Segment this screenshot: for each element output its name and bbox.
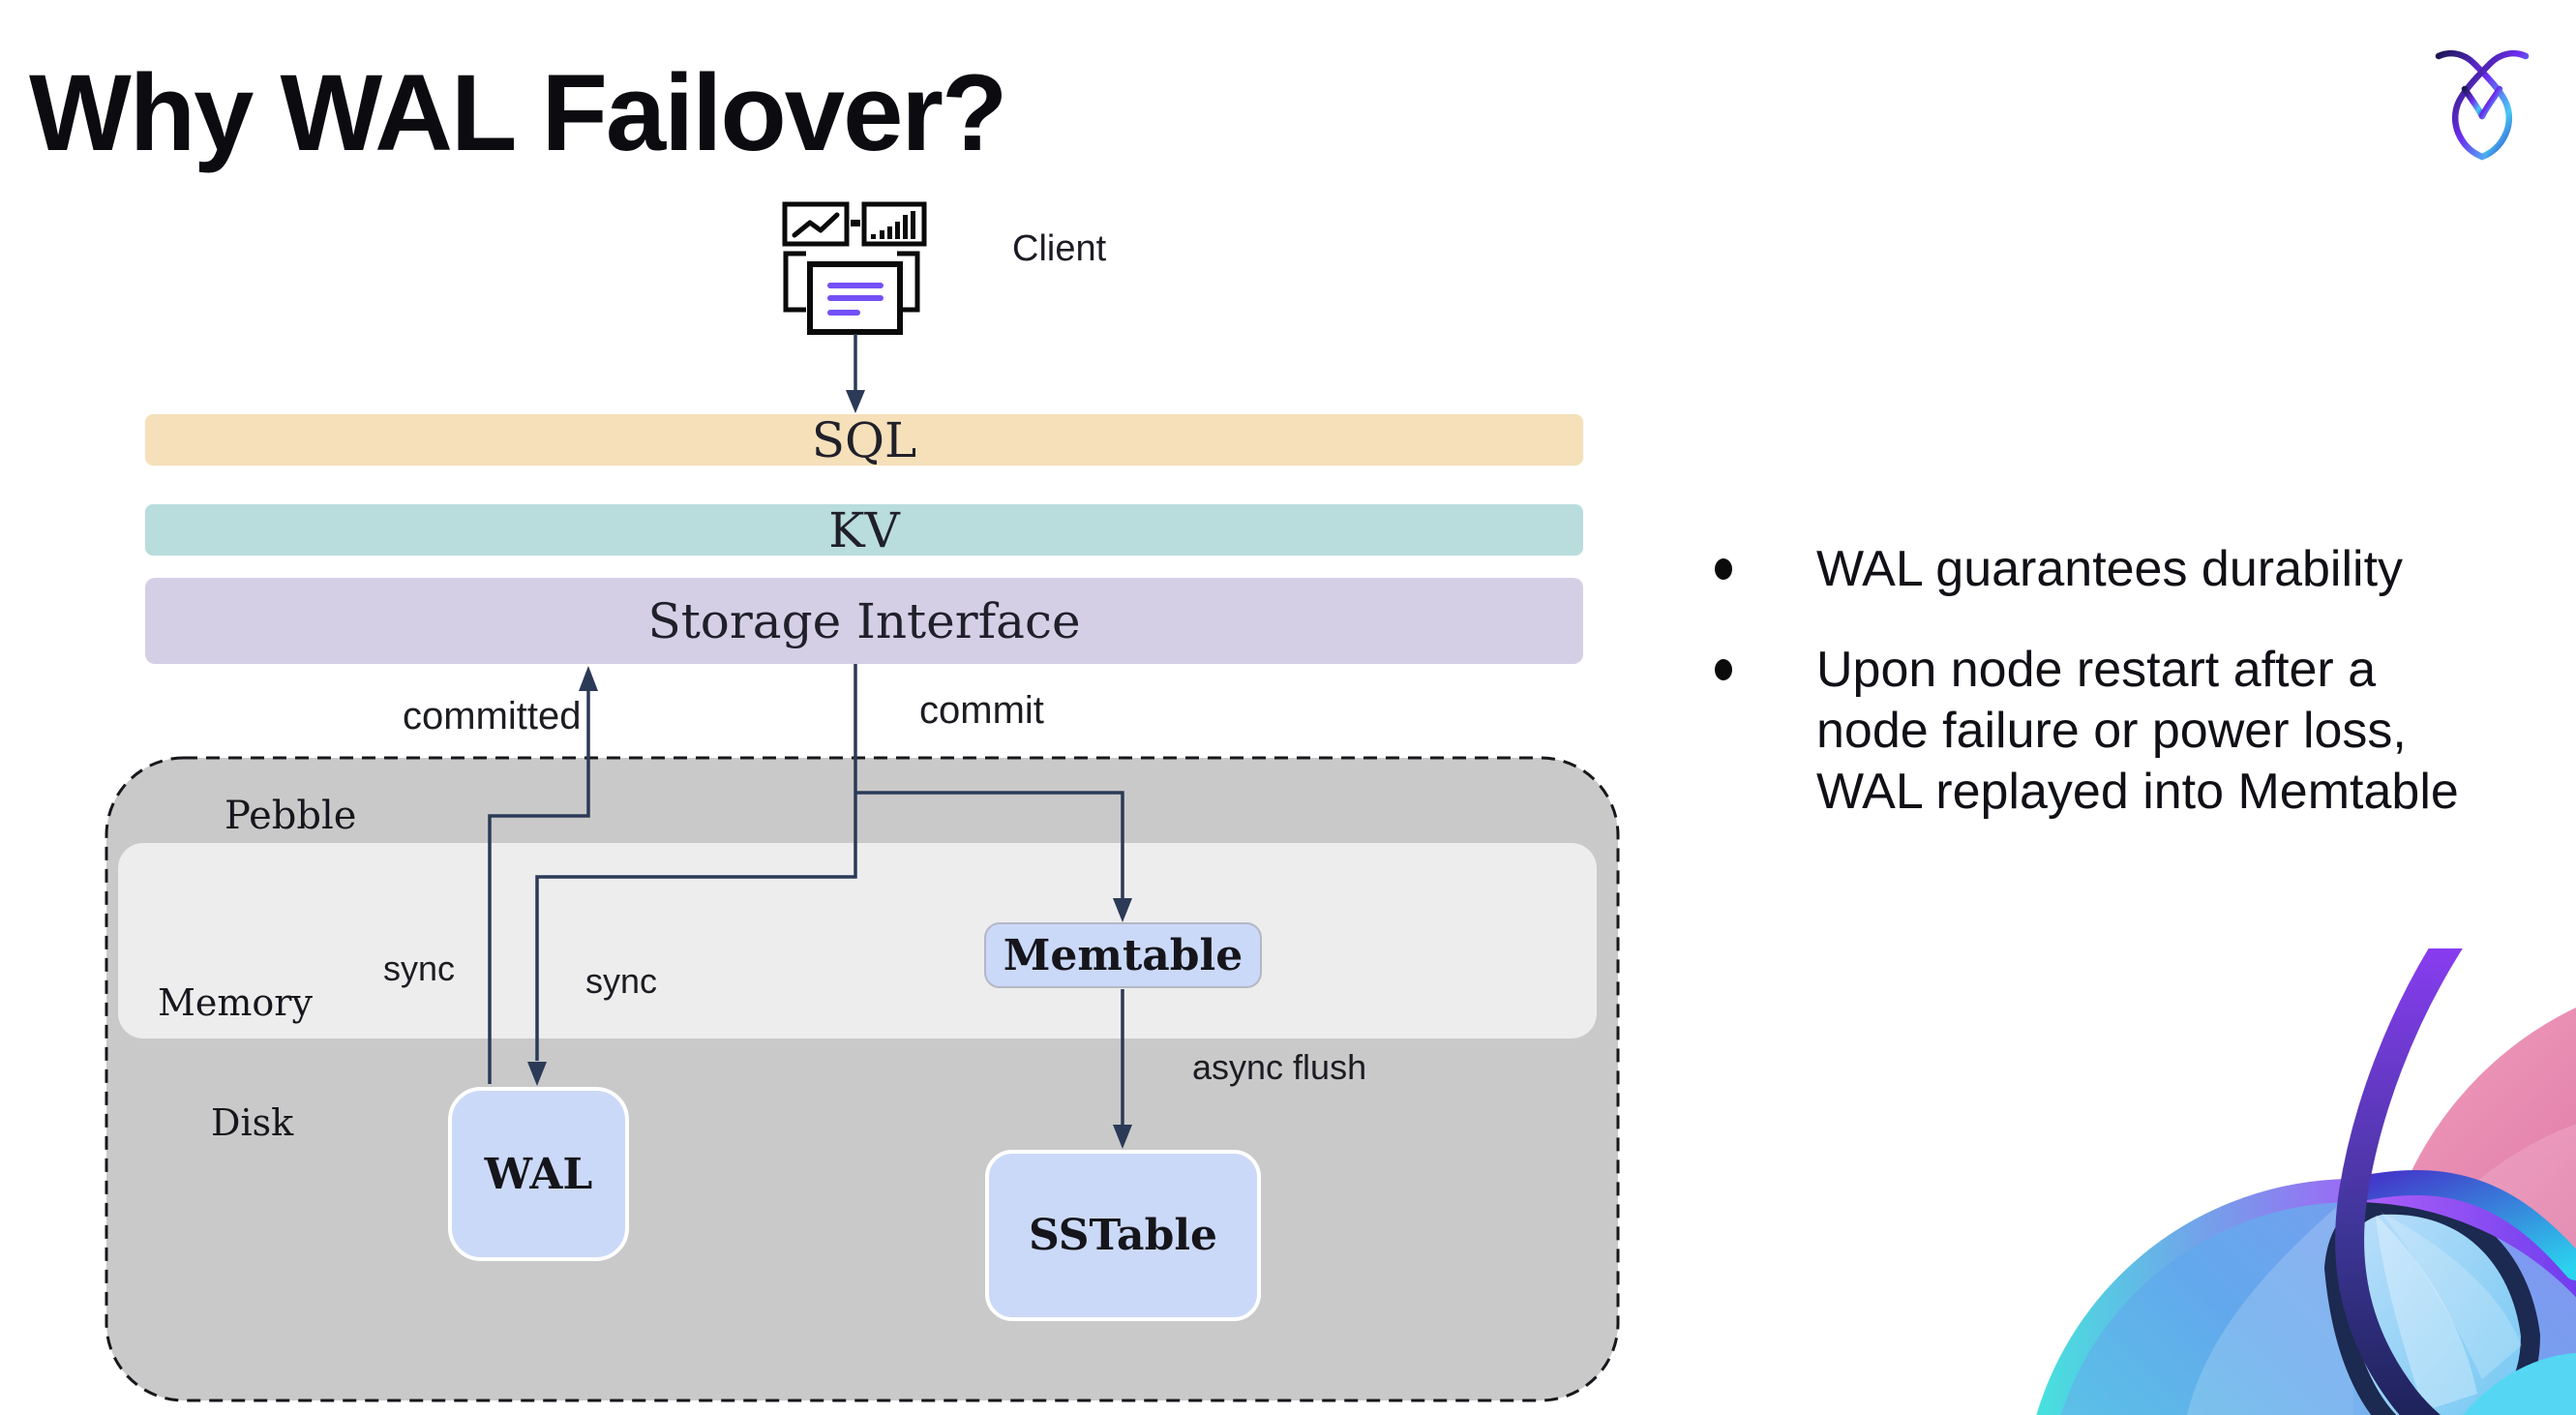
node-label-memtable: Memtable (1003, 930, 1243, 980)
node-memtable: Memtable (984, 922, 1262, 988)
bullet-dot-icon (1715, 659, 1732, 680)
edge-label-committed: committed (403, 695, 582, 738)
node-label-sstable: SSTable (1028, 1211, 1218, 1260)
logo-y-left-branch (2461, 85, 2486, 120)
layer-bar-kv: KV (145, 501, 1583, 558)
layer-bar-sql: SQL (145, 411, 1583, 468)
line-chart-icon (782, 201, 850, 247)
bullet-line: WAL replayed into Memtable (1816, 764, 2459, 820)
bullet-item-replay: Upon node restart after a node failure o… (1711, 640, 2572, 823)
edge-label-sync-via-commit: sync (585, 961, 658, 1001)
bullet-line: Upon node restart after a (1816, 642, 2377, 698)
document-icon (807, 261, 903, 335)
left-bracket-icon (783, 251, 806, 313)
node-sstable: SSTable (985, 1150, 1261, 1321)
bullet-line: node failure or power loss, (1816, 703, 2407, 759)
arrowhead-into-sql (846, 390, 865, 413)
right-bracket-icon (897, 251, 920, 313)
memory-label: Memory (158, 981, 313, 1024)
bullet-dot-icon (1715, 558, 1732, 580)
arrowhead-into-storage (579, 666, 598, 691)
pebble-label: Pebble (225, 794, 357, 838)
disk-label: Disk (211, 1101, 294, 1144)
bullet-line: WAL guarantees durability (1816, 541, 2404, 597)
client-label: Client (1012, 228, 1107, 269)
art-lens-petal-2 (2381, 1212, 2522, 1379)
memory-band (118, 843, 1597, 1039)
client-device-icon (782, 201, 927, 335)
art-leaf-rim (2349, 1170, 2576, 1280)
edge-label-commit: commit (919, 689, 1044, 732)
edge-label-async-flush: async flush (1192, 1047, 1367, 1087)
page-title: Why WAL Failover? (29, 52, 1007, 173)
node-label-wal: WAL (484, 1149, 593, 1199)
layer-label-storage-interface: Storage Interface (647, 592, 1081, 649)
node-wal: WAL (448, 1087, 629, 1261)
bullet-list: WAL guarantees durability Upon node rest… (1711, 539, 2572, 823)
cockroachdb-brand-art (2036, 948, 2576, 1415)
layer-label-kv: KV (828, 501, 900, 558)
layer-label-sql: SQL (811, 411, 917, 468)
layer-bar-storage-interface: Storage Interface (145, 578, 1583, 664)
cockroachdb-logo-icon (2435, 49, 2530, 161)
logo-left-antenna-body (2435, 49, 2512, 161)
art-cyan-wedge (2463, 1353, 2576, 1415)
art-lens-petal-1 (2376, 1215, 2477, 1411)
bar-chart-icon (861, 201, 927, 247)
art-blue-petal-left (2187, 1192, 2353, 1415)
bullet-item-durability: WAL guarantees durability (1711, 539, 2572, 600)
logo-y-right-branch (2478, 85, 2503, 120)
logo-right-antenna-body (2452, 49, 2530, 161)
art-antenna-arc (2335, 948, 2463, 1415)
edge-label-sync-direct: sync (382, 948, 455, 988)
dash-connector (851, 220, 860, 226)
